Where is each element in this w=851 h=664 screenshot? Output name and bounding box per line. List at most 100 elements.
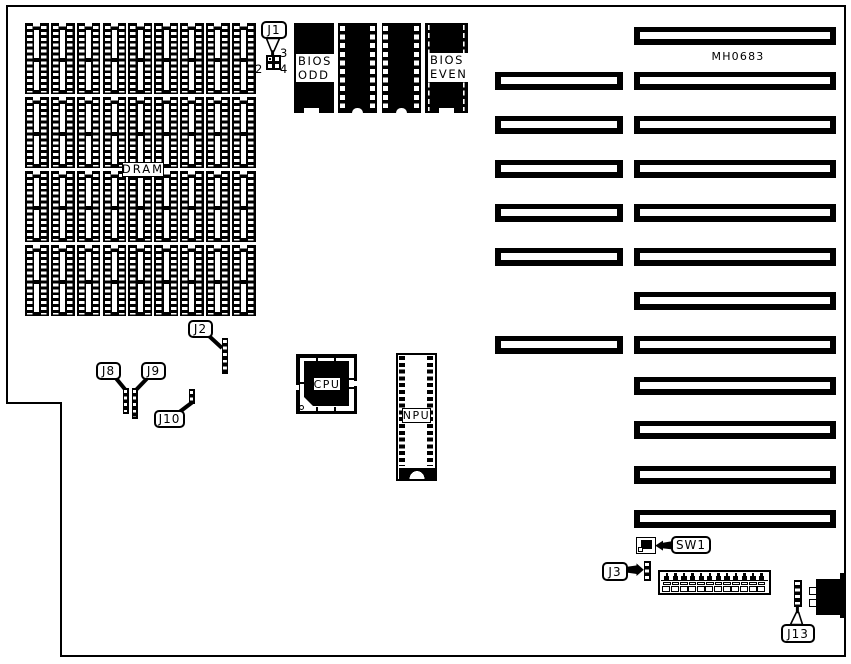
expansion-slot-long-11 [634, 465, 836, 484]
sw1-switch-tab [637, 546, 643, 552]
expansion-slot-long-2 [634, 71, 836, 90]
bios-odd-notch [303, 107, 319, 113]
jumper-block-j1[interactable] [266, 55, 281, 70]
j1-leader-funnel [265, 37, 281, 52]
cpu-ring-tick [349, 378, 354, 380]
pin-header-j9[interactable] [132, 388, 138, 419]
dram-chip [102, 171, 127, 243]
board-model-text: MH0683 [711, 50, 765, 63]
expansion-slot-long-5 [634, 203, 836, 222]
power-contact-dash [740, 582, 749, 586]
dram-chip [205, 97, 230, 169]
power-contact-square [731, 586, 740, 593]
power-pin [715, 573, 722, 580]
cpu-frame-gap [353, 380, 357, 386]
power-contact-dash [662, 582, 671, 586]
rom-socket-1-chip [338, 23, 377, 113]
label-j10[interactable]: J10 [154, 410, 185, 428]
dram-chip [231, 171, 256, 243]
cpu-ring-tick [334, 406, 336, 411]
power-contact-dash [680, 582, 688, 586]
dram-chip [50, 23, 75, 94]
label-j1[interactable]: J1 [261, 21, 287, 39]
pin-header-j8[interactable] [123, 388, 129, 414]
dram-chip [50, 97, 75, 169]
expansion-slot-short-6 [495, 247, 623, 266]
power-pin [672, 573, 678, 580]
dram-chip [128, 23, 153, 94]
label-j9[interactable]: J9 [141, 362, 166, 380]
cpu-label: CPU [313, 377, 341, 391]
cpu-ring-tick [334, 357, 336, 362]
power-contact-square [662, 586, 671, 593]
power-contact-dash [757, 582, 766, 586]
expansion-slot-short-4 [495, 159, 623, 178]
dram-chip [50, 245, 75, 317]
cpu-pin1-dot [299, 405, 305, 410]
power-pin [750, 573, 756, 580]
dram-chip [128, 171, 153, 243]
power-contact-dash [723, 582, 731, 586]
pin-header-j13[interactable] [794, 580, 802, 607]
dram-chip [231, 245, 256, 317]
dram-chip [154, 245, 179, 317]
label-sw1[interactable]: SW1 [671, 536, 711, 554]
dram-chip [205, 245, 230, 317]
power-pin [741, 573, 747, 580]
dram-chip [154, 171, 179, 243]
dram-chip [231, 23, 256, 94]
cpu-ring-tick [349, 387, 354, 389]
label-j3[interactable]: J3 [602, 562, 628, 581]
dram-chip [205, 171, 230, 243]
dram-chip [76, 171, 101, 243]
dram-chip [205, 23, 230, 94]
expansion-slot-long-1 [634, 27, 836, 45]
power-pin [664, 573, 670, 580]
jumper-pin-number: 3 [280, 46, 288, 60]
expansion-slot-long-4 [634, 159, 836, 178]
power-pin [724, 573, 730, 580]
dram-chip [154, 97, 179, 169]
power-contact-dash [731, 582, 740, 586]
dram-chip [25, 171, 49, 243]
power-contact-square [722, 586, 731, 593]
label-j13[interactable]: J13 [781, 624, 815, 643]
dram-chip [76, 245, 101, 317]
bios-even-notch [439, 107, 454, 113]
power-pin [758, 573, 765, 580]
power-contact-dash [706, 582, 714, 586]
power-contact-square [748, 586, 757, 593]
cpu-ring-tick [316, 357, 318, 362]
expansion-slot-long-10 [634, 421, 836, 439]
dram-label: DRAM [121, 161, 165, 177]
rom-socket-1-notch [352, 107, 363, 113]
power-pin [733, 573, 739, 580]
jumper-pin-number: 2 [255, 62, 263, 76]
label-j8[interactable]: J8 [96, 362, 121, 380]
dram-chip [154, 23, 179, 94]
pin-header-j10[interactable] [189, 389, 195, 404]
expansion-slot-short-3 [495, 115, 623, 134]
label-j2[interactable]: J2 [188, 320, 213, 338]
power-connector[interactable] [658, 570, 771, 595]
cpu-ring-tick [299, 382, 304, 384]
power-contact-square [705, 586, 714, 593]
dram-chip [76, 23, 101, 94]
expansion-slot-long-8 [634, 336, 836, 354]
power-contact-dash [688, 582, 697, 586]
rom-socket-2-chip [381, 23, 421, 113]
power-contact-square [688, 586, 697, 593]
expansion-slot-short-8 [495, 336, 623, 354]
power-contact-square [739, 586, 748, 593]
expansion-slot-short-2 [495, 71, 623, 90]
pin-header-j3[interactable] [643, 561, 651, 581]
expansion-slot-long-12 [634, 510, 836, 528]
pin-header-j2[interactable] [221, 338, 228, 374]
j2-leader-line [207, 334, 224, 350]
dram-chip [102, 97, 127, 169]
dram-chip [128, 97, 153, 169]
dram-chip [180, 97, 204, 169]
power-pin [707, 573, 713, 580]
